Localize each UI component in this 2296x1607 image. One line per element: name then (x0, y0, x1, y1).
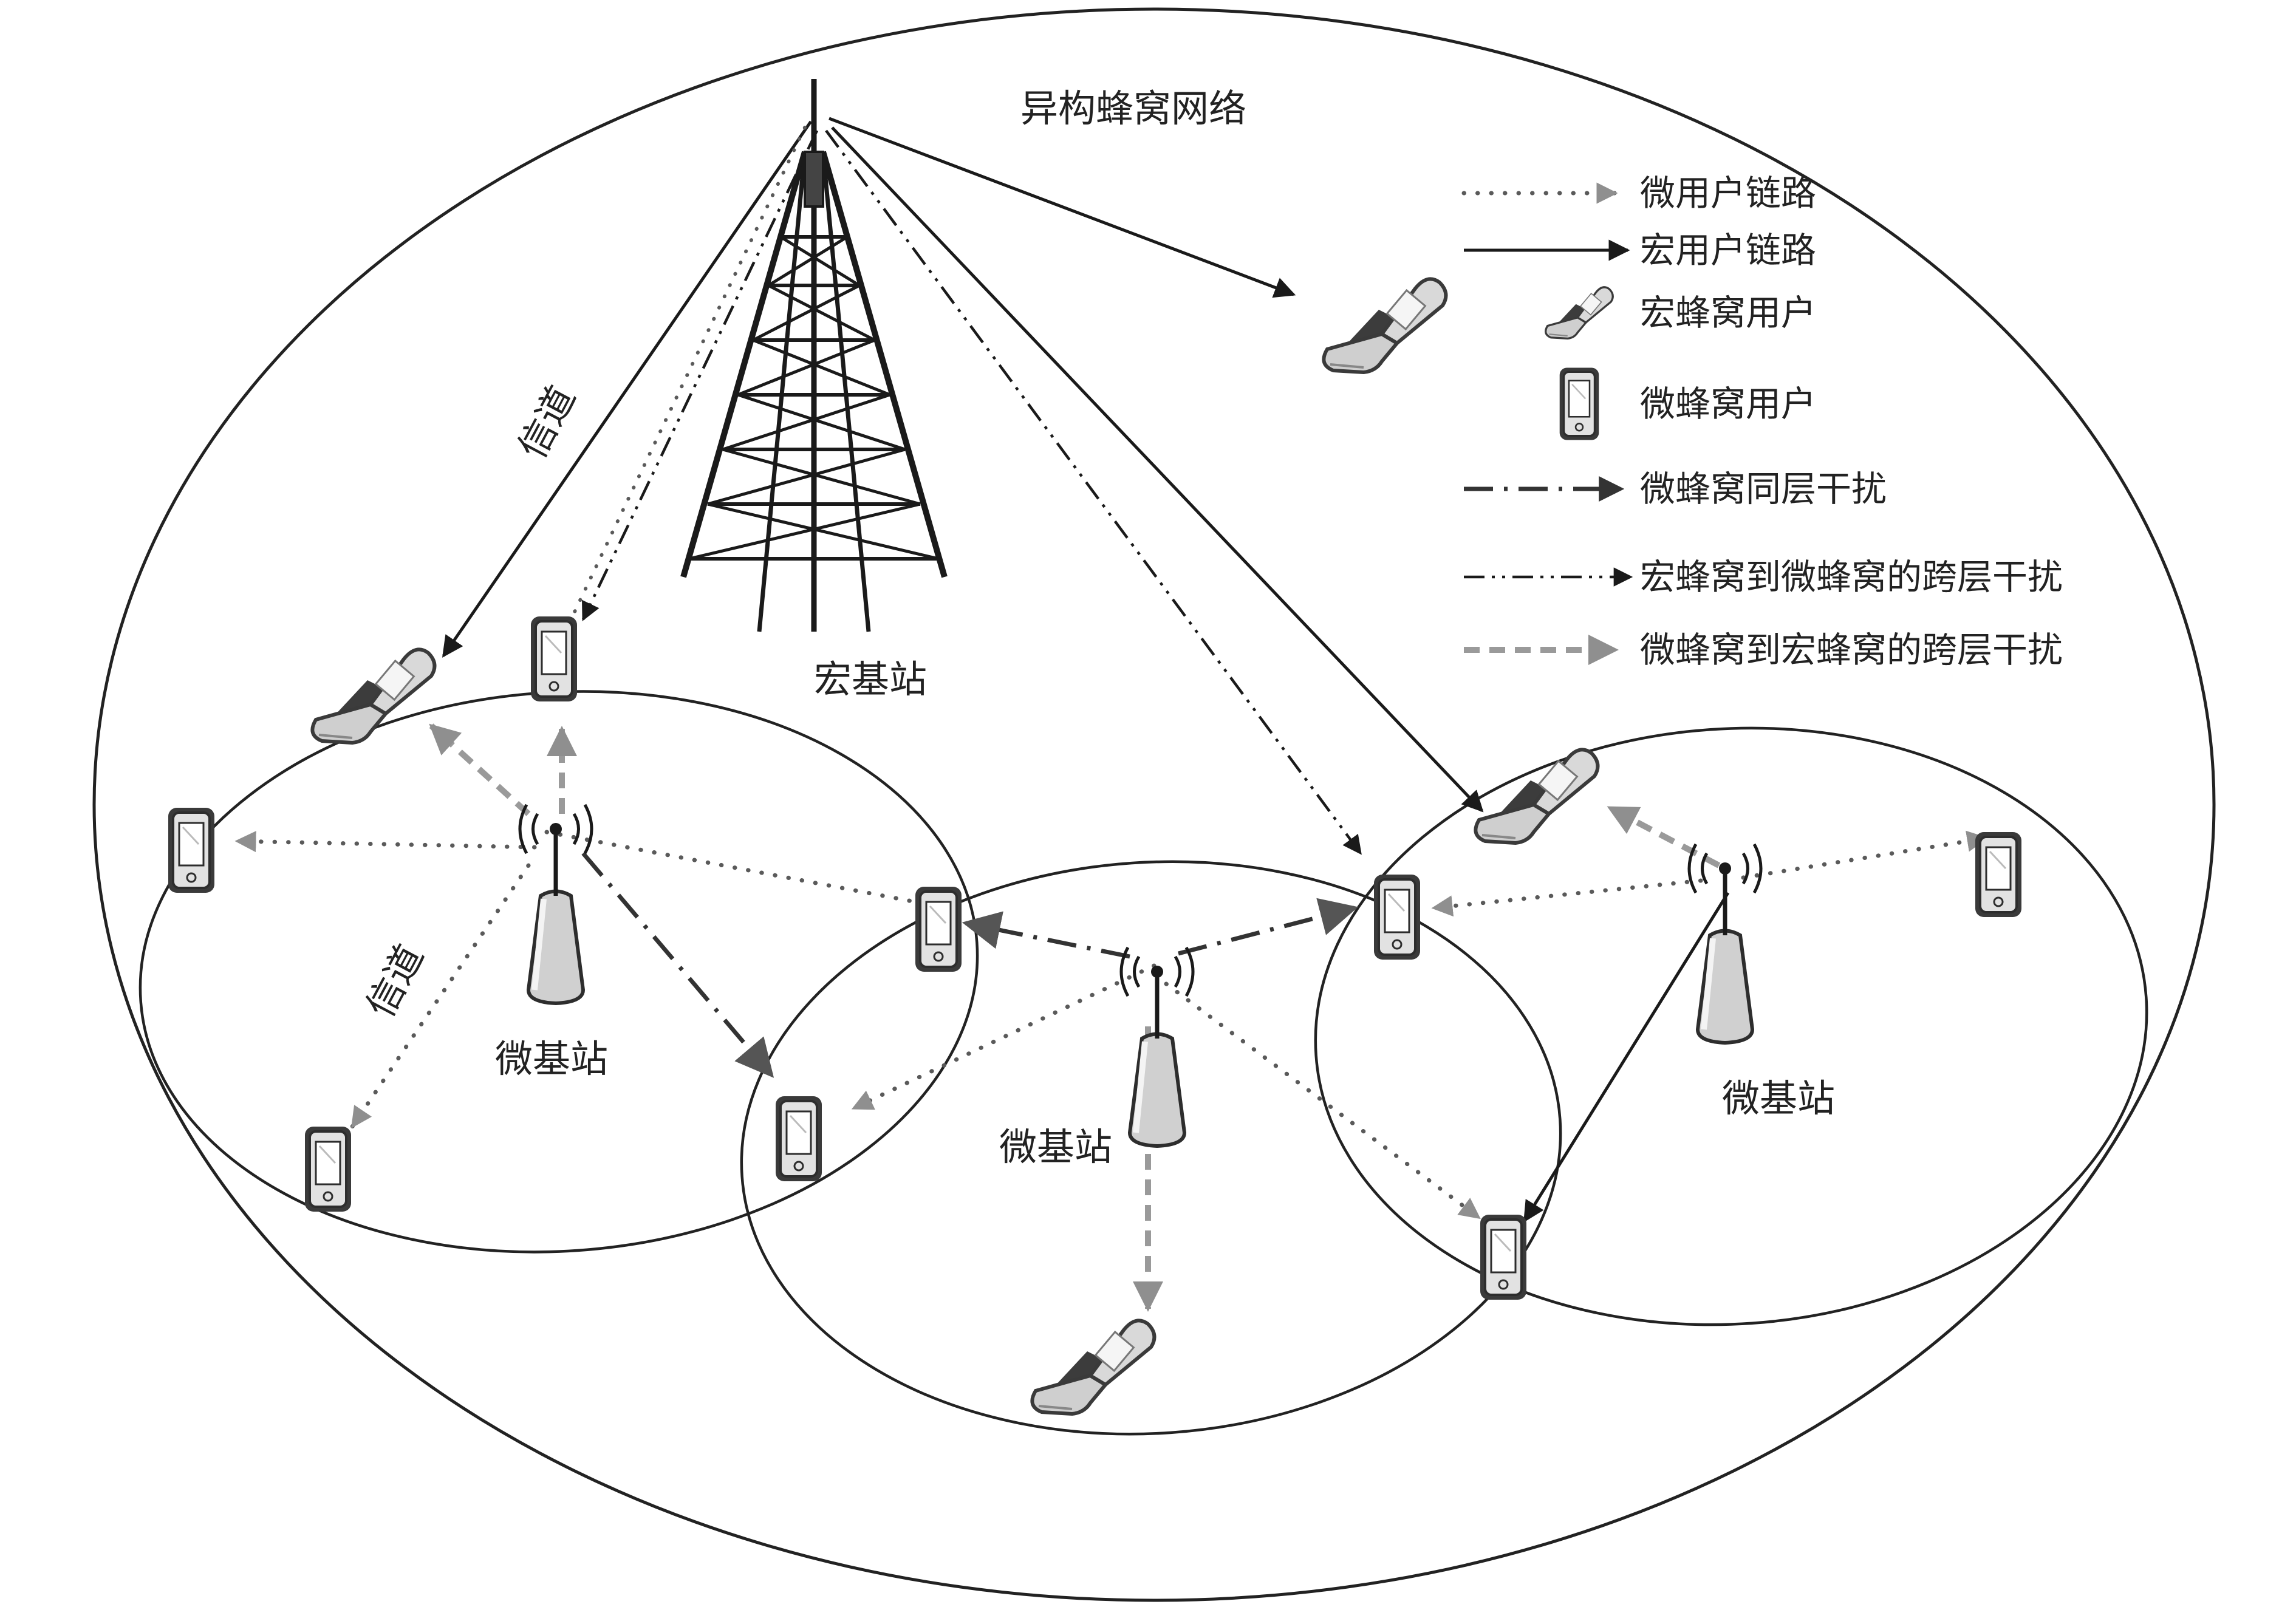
micro-user-link-dotted-from-tower (569, 126, 807, 621)
micro-cell-right (1314, 726, 2148, 1326)
micro-user-phone-icon (1974, 831, 2023, 918)
micro-user-phone-icon (304, 1125, 352, 1213)
micro-user-phone-icon (914, 885, 963, 973)
micro-user-links (234, 830, 1989, 1220)
micro-user-phone-icon (167, 807, 216, 894)
legend-label-micro-user: 微蜂窝用户 (1640, 383, 1816, 425)
micro-user-phone-icon (1479, 1213, 1528, 1301)
legend-macro-phone-icon (1545, 286, 1614, 340)
micro-user-phone-icon (1373, 873, 1421, 961)
legend-label-macro-user: 宏蜂窝用户 (1640, 292, 1816, 333)
micro-base-station-icon (1689, 844, 1761, 1043)
legend: 微用户链路 宏用户链路 宏蜂窝用户 微蜂窝用户 微蜂窝同层干扰 宏蜂窝到微蜂窝的… (1461, 172, 2063, 670)
macro-user-phone-icon (1032, 1320, 1154, 1414)
macro-bs-label: 宏基站 (814, 657, 927, 701)
micro-user-phone-icon (774, 1095, 823, 1182)
legend-label-micro-to-macro: 微蜂窝到宏蜂窝的跨层干扰 (1640, 629, 2063, 670)
diagram-title: 异构蜂窝网络 (1020, 86, 1246, 131)
legend-label-same-tier: 微蜂窝同层干扰 (1640, 468, 1887, 510)
legend-micro-phone-icon (1558, 366, 1601, 442)
macro-cell-boundary (92, 7, 2216, 1602)
macro-user-phone-icon (312, 649, 434, 743)
macro-base-station-tower (680, 79, 948, 632)
micro-bs-label-right: 微基站 (1722, 1076, 1835, 1121)
micro-same-tier-interference (581, 851, 1359, 1078)
channel-label-left: 信道 (358, 937, 432, 1025)
micro-base-station-icon (1121, 947, 1193, 1146)
micro-bs-label-left: 微基站 (495, 1037, 608, 1081)
legend-label-micro-user-link: 微用户链路 (1640, 172, 1816, 214)
legend-label-macro-user-link: 宏用户链路 (1640, 230, 1816, 271)
micro-bs-label-middle: 微基站 (999, 1125, 1112, 1169)
macro-user-phone-icon (1324, 279, 1446, 372)
micro-base-station-icon (520, 805, 592, 1003)
macro-to-micro-interference (581, 129, 1362, 855)
macro-user-links (442, 117, 1730, 1223)
channel-label-top: 信道 (510, 378, 584, 466)
macro-user-phone-icon (1475, 749, 1597, 843)
legend-label-macro-to-micro: 宏蜂窝到微蜂窝的跨层干扰 (1640, 556, 2063, 598)
micro-cell-middle (740, 860, 1562, 1436)
micro-user-phone-icon (530, 615, 578, 703)
micro-to-macro-interference (429, 723, 1721, 1312)
